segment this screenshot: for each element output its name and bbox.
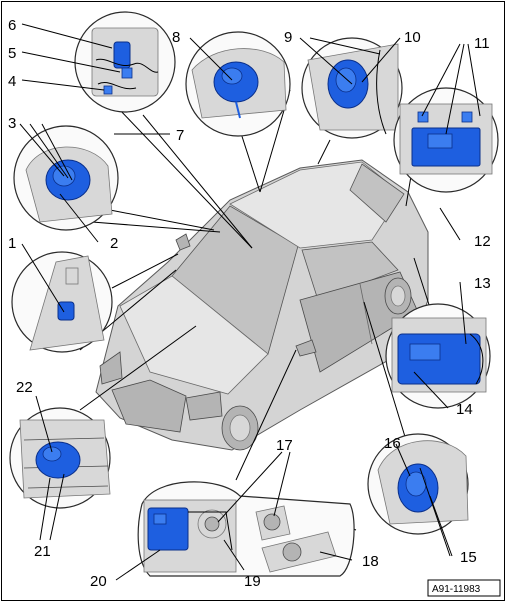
callout-21-22-cluster <box>9 407 111 509</box>
callout-15: 15 <box>460 549 477 566</box>
callout-8-cluster <box>185 31 291 137</box>
component-11 <box>417 111 429 123</box>
callout-21: 21 <box>34 543 51 560</box>
callout-18: 18 <box>362 553 379 570</box>
reference-code: A91-11983 <box>432 584 481 595</box>
callout-20: 20 <box>90 573 107 590</box>
callout-3-2-cluster <box>13 125 119 231</box>
callout-9: 9 <box>284 29 292 46</box>
callout-2: 2 <box>110 235 118 252</box>
callout-13: 13 <box>474 275 491 292</box>
component-13 <box>469 333 484 385</box>
component-22 <box>42 446 62 462</box>
component-9 <box>376 49 387 135</box>
callout-4: 4 <box>8 73 16 90</box>
callout-22: 22 <box>16 379 33 396</box>
callout-10: 10 <box>404 29 421 46</box>
callout-17: 17 <box>276 437 293 454</box>
callout-6-5-4-cluster <box>74 11 176 113</box>
callout-12: 12 <box>474 233 491 250</box>
front-grille <box>111 379 187 433</box>
component-5 <box>121 67 133 79</box>
leader-lines <box>79 89 433 531</box>
callout-3: 3 <box>8 115 16 132</box>
callout-numbers: 6 5 4 3 7 2 1 8 9 10 11 12 13 14 15 16 1… <box>8 17 491 590</box>
reference-code-box: A91-11983 <box>427 579 501 597</box>
callout-15-16-cluster <box>367 433 469 535</box>
side-window <box>301 241 399 301</box>
rear-window <box>349 163 405 223</box>
callout-14: 14 <box>456 401 473 418</box>
car-body <box>95 159 429 451</box>
side-mirror-right <box>295 339 317 357</box>
callout-5: 5 <box>8 45 16 62</box>
callout-16: 16 <box>384 435 401 452</box>
callout-11: 11 <box>474 35 490 52</box>
callout-8: 8 <box>172 29 180 46</box>
component-21 <box>35 441 81 479</box>
callout-13-14-cluster <box>385 303 491 409</box>
callout-1: 1 <box>8 235 16 252</box>
component-17 <box>263 513 281 531</box>
component-1 <box>57 301 75 321</box>
component-4 <box>103 85 113 95</box>
callout-7: 7 <box>176 127 184 144</box>
side-mirror-left <box>175 233 191 251</box>
callout-1-cluster <box>11 251 113 353</box>
number-leaders <box>19 23 481 581</box>
callout-11-12-cluster <box>393 87 499 193</box>
callout-17-18-19-20-cluster <box>137 481 355 577</box>
callout-6: 6 <box>8 17 16 34</box>
callout-19: 19 <box>244 573 261 590</box>
